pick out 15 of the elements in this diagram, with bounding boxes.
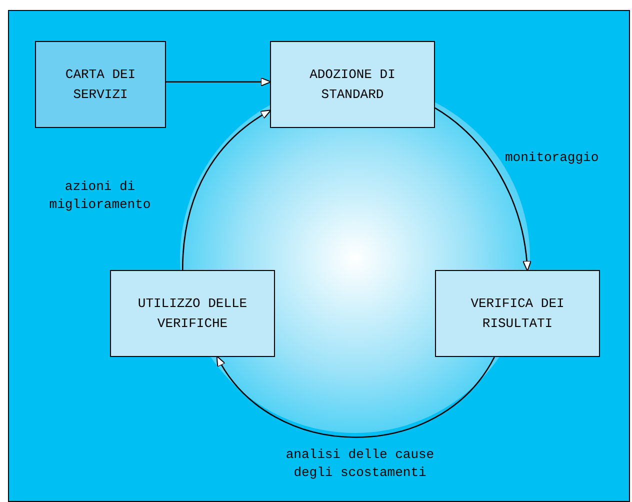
- arrow: [182, 110, 272, 270]
- process-box: [435, 270, 600, 357]
- edge-label: monitoraggio: [505, 149, 600, 167]
- process-box: [35, 41, 166, 128]
- process-box: [110, 270, 275, 357]
- arrow: [216, 356, 495, 438]
- box-label: ADOZIONE DI STANDARD: [308, 66, 396, 104]
- arrow: [434, 107, 532, 272]
- box-label: VERIFICA DEI RISULTATI: [470, 294, 566, 332]
- arrow: [166, 77, 272, 86]
- box-label: UTILIZZO DELLE VERIFICHE: [136, 294, 248, 332]
- edge-label: analisi delle cause degli scostamenti: [284, 446, 436, 482]
- box-label: CARTA DEI SERVIZI: [64, 66, 137, 104]
- edge-label: azioni di miglioramento: [48, 178, 152, 214]
- process-box: [270, 41, 435, 128]
